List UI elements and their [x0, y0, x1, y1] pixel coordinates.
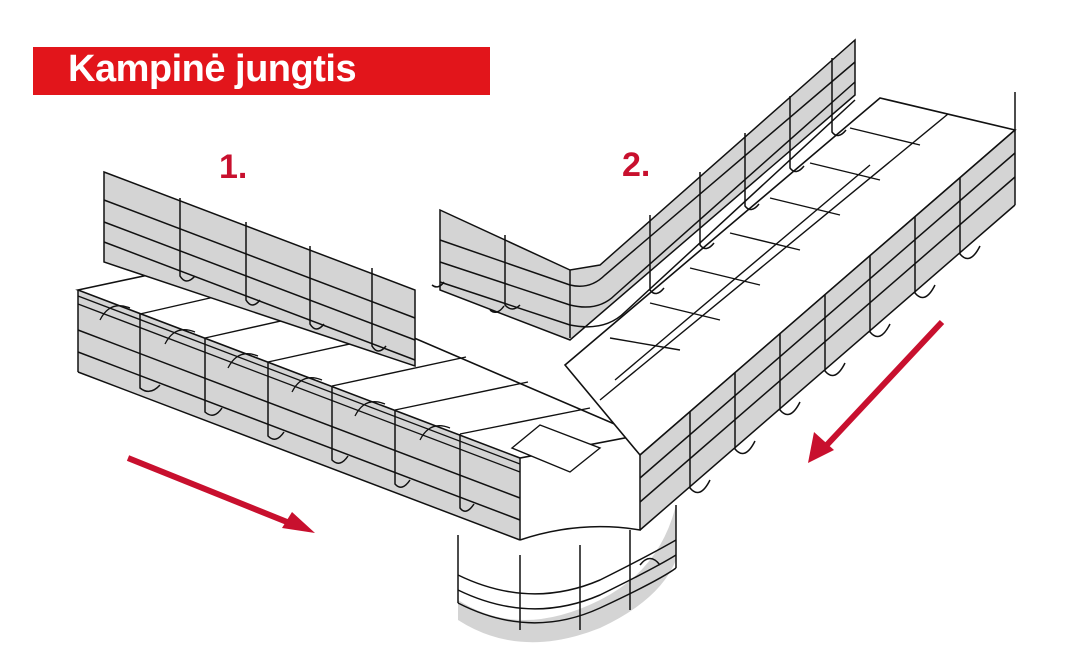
step-2-label: 2. — [622, 146, 651, 184]
right-tray-front-shade — [640, 130, 1015, 530]
arrow-right-head — [808, 432, 834, 463]
left-tray-rail — [77, 303, 521, 473]
arrow-right — [808, 319, 945, 463]
diagram-title: Kampinė jungtis — [68, 48, 357, 90]
corner-piece-shade — [458, 505, 676, 643]
side-panel-2-wires — [431, 58, 856, 338]
arrow-left-head — [282, 512, 315, 533]
side-panel-2-shade — [439, 38, 856, 341]
side-panel-1 — [103, 170, 416, 368]
left-tray-verticals — [77, 290, 521, 540]
title-banner — [33, 47, 490, 95]
corner-piece — [457, 505, 677, 643]
left-tray-wire — [77, 329, 521, 499]
left-tray-floor-hooks — [99, 305, 451, 441]
arrow-left — [126, 455, 315, 533]
right-tray-wires — [639, 92, 1016, 531]
side-panel-1-shade — [103, 170, 416, 368]
corner-plate — [510, 424, 602, 473]
left-tray-rail — [77, 295, 521, 465]
left-tray-wire — [77, 371, 521, 541]
right-tray — [431, 38, 1017, 531]
step-1-label: 1. — [219, 148, 248, 186]
right-tray-floor-wires — [599, 113, 949, 401]
corner-piece-wires — [457, 505, 677, 630]
left-tray-wire — [77, 351, 521, 521]
corner-joint — [510, 424, 641, 541]
